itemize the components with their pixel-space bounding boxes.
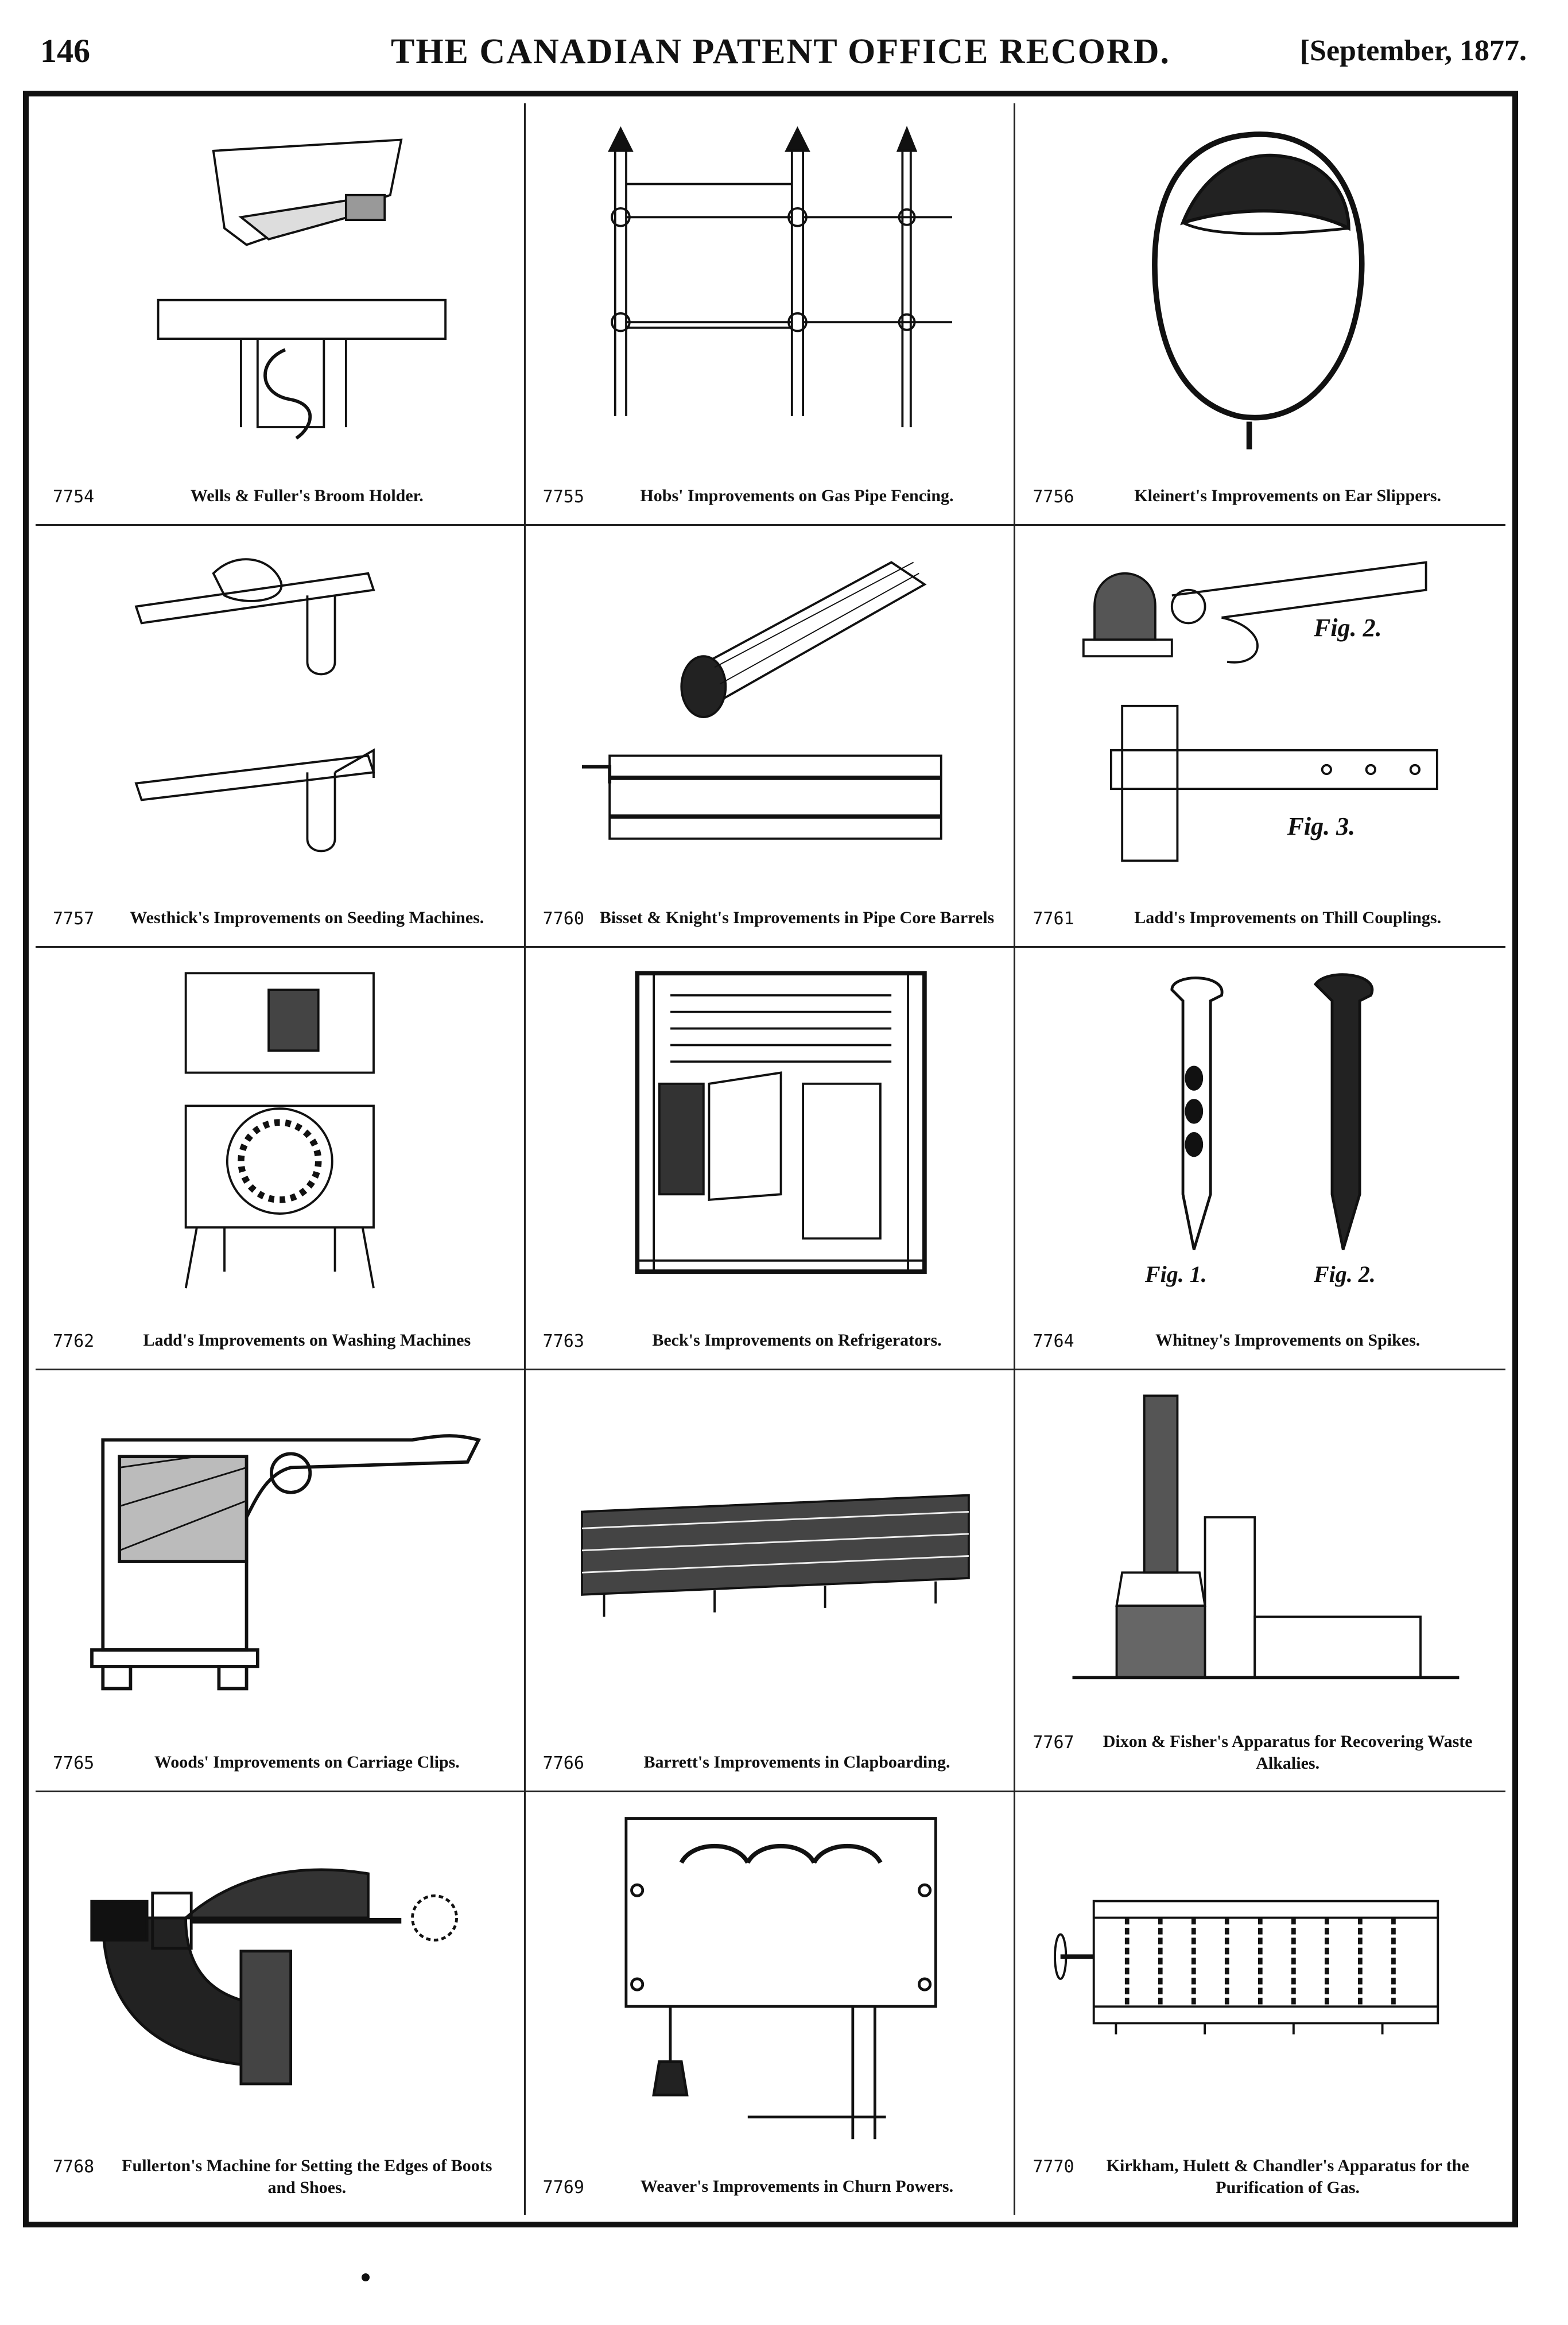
- patent-title: Woods' Improvements on Carriage Clips.: [154, 1753, 460, 1772]
- patent-caption: 7765 Woods' Improvements on Carriage Cli…: [53, 1752, 507, 1774]
- patent-cell-7770: 7770 Kirkham, Hulett & Chandler's Appara…: [1015, 1792, 1505, 2215]
- patent-cell-7768: 7768 Fullerton's Machine for Setting the…: [36, 1792, 526, 2215]
- patent-title: Ladd's Improvements on Thill Couplings.: [1134, 908, 1442, 928]
- patent-title: Kirkham, Hulett & Chandler's Apparatus f…: [1106, 2156, 1469, 2197]
- patent-number: 7764: [1033, 1331, 1074, 1351]
- patent-number: 7756: [1033, 486, 1074, 507]
- pipe-core-barrel-illustration: [549, 540, 991, 872]
- seeding-machine-illustration: [59, 540, 501, 872]
- patent-number: 7754: [53, 486, 95, 507]
- fig-1-spike-label: Fig. 1.: [1145, 1261, 1207, 1288]
- patent-caption: 7757 Westhick's Improvements on Seeding …: [53, 907, 507, 930]
- patent-title: Beck's Improvements on Refrigerators.: [652, 1330, 942, 1350]
- patent-cell-7755: 7755 Hobs' Improvements on Gas Pipe Fenc…: [525, 103, 1016, 526]
- patent-number: 7767: [1033, 1733, 1074, 1753]
- gas-purification-illustration: [1038, 1807, 1482, 2140]
- patent-cell-7765: 7765 Woods' Improvements on Carriage Cli…: [36, 1370, 526, 1793]
- patent-cell-7757: 7757 Westhick's Improvements on Seeding …: [36, 525, 526, 948]
- patent-cell-7767: 7767 Dixon & Fisher's Apparatus for Reco…: [1015, 1370, 1505, 1793]
- patent-title: Barrett's Improvements in Clapboarding.: [643, 1753, 950, 1772]
- fig-2-label: Fig. 2.: [1314, 613, 1382, 642]
- patent-cell-7760: 7760 Bisset & Knight's Improvements in P…: [525, 525, 1016, 948]
- patent-caption: 7760 Bisset & Knight's Improvements in P…: [543, 907, 997, 930]
- patent-caption: 7770 Kirkham, Hulett & Chandler's Appara…: [1033, 2155, 1488, 2199]
- patent-cell-7766: 7766 Barrett's Improvements in Clapboard…: [525, 1370, 1016, 1793]
- patent-caption: 7756 Kleinert's Improvements on Ear Slip…: [1033, 485, 1488, 508]
- gas-pipe-fencing-illustration: [549, 118, 991, 450]
- broom-holder-illustration: [59, 118, 501, 450]
- clapboarding-illustration: [549, 1385, 991, 1716]
- patent-title: Weaver's Improvements in Churn Powers.: [640, 2176, 954, 2196]
- patent-number: 7762: [53, 1331, 95, 1351]
- fig-2-spike-label: Fig. 2.: [1314, 1261, 1376, 1288]
- refrigerator-illustration: [549, 962, 991, 1294]
- ink-dot: [362, 2273, 370, 2281]
- page-header: 146 THE CANADIAN PATENT OFFICE RECORD. […: [34, 32, 1527, 83]
- patent-cell-7764: Fig. 1. Fig. 2. 7764 Whitney's Improveme…: [1015, 948, 1505, 1370]
- page-title: THE CANADIAN PATENT OFFICE RECORD.: [390, 32, 1171, 71]
- ear-slipper-illustration: [1038, 118, 1482, 450]
- alkali-apparatus-illustration: [1038, 1385, 1482, 1716]
- spikes-illustration: Fig. 1. Fig. 2.: [1038, 962, 1482, 1294]
- patent-caption: 7764 Whitney's Improvements on Spikes.: [1033, 1330, 1488, 1353]
- patent-title: Ladd's Improvements on Washing Machines: [143, 1330, 471, 1350]
- patent-number: 7770: [1033, 2156, 1074, 2177]
- patent-caption: 7763 Beck's Improvements on Refrigerator…: [543, 1330, 997, 1353]
- patent-title: Hobs' Improvements on Gas Pipe Fencing.: [640, 486, 954, 505]
- patent-cell-7754: 7754 Wells & Fuller's Broom Holder.: [36, 103, 526, 526]
- patent-caption: 7761 Ladd's Improvements on Thill Coupli…: [1033, 907, 1488, 930]
- issue-date: [September, 1877.: [1299, 34, 1527, 67]
- patent-number: 7768: [53, 2156, 95, 2177]
- patent-cell-7761: Fig. 2. Fig. 3. 7761 Ladd's Improvements…: [1015, 526, 1505, 948]
- churn-power-illustration: [549, 1807, 991, 2140]
- patent-number: 7761: [1033, 909, 1074, 929]
- illustration-frame: 7754 Wells & Fuller's Broom Holder.: [23, 91, 1518, 2227]
- patent-number: 7757: [53, 909, 95, 929]
- patent-title: Kleinert's Improvements on Ear Slippers.: [1134, 486, 1442, 505]
- patent-title: Wells & Fuller's Broom Holder.: [190, 486, 424, 505]
- patent-grid: 7754 Wells & Fuller's Broom Holder.: [36, 103, 1505, 2215]
- patent-number: 7763: [542, 1331, 584, 1351]
- patent-caption: 7769 Weaver's Improvements in Churn Powe…: [543, 2176, 997, 2199]
- washing-machine-illustration: [59, 962, 501, 1294]
- patent-title: Whitney's Improvements on Spikes.: [1155, 1330, 1420, 1350]
- patent-title: Bisset & Knight's Improvements in Pipe C…: [599, 908, 995, 928]
- patent-cell-7756: 7756 Kleinert's Improvements on Ear Slip…: [1015, 103, 1505, 526]
- patent-caption: 7767 Dixon & Fisher's Apparatus for Reco…: [1033, 1731, 1488, 1774]
- page-number: 146: [40, 32, 90, 69]
- patent-caption: 7762 Ladd's Improvements on Washing Mach…: [53, 1330, 507, 1353]
- patent-caption: 7755 Hobs' Improvements on Gas Pipe Fenc…: [543, 485, 997, 508]
- patent-caption: 7768 Fullerton's Machine for Setting the…: [53, 2155, 507, 2199]
- carriage-clip-illustration: [59, 1385, 501, 1716]
- patent-number: 7766: [542, 1753, 584, 1774]
- patent-number: 7760: [542, 909, 584, 929]
- patent-title: Westhick's Improvements on Seeding Machi…: [130, 908, 484, 928]
- thill-coupling-illustration: Fig. 2. Fig. 3.: [1038, 540, 1482, 872]
- patent-cell-7762: 7762 Ladd's Improvements on Washing Mach…: [36, 948, 526, 1370]
- patent-number: 7755: [542, 486, 584, 507]
- patent-number: 7769: [542, 2177, 584, 2198]
- patent-title: Dixon & Fisher's Apparatus for Recoverin…: [1103, 1732, 1473, 1773]
- patent-title: Fullerton's Machine for Setting the Edge…: [122, 2156, 492, 2197]
- patent-cell-7769: 7769 Weaver's Improvements in Churn Powe…: [526, 1792, 1016, 2215]
- fig-3-label: Fig. 3.: [1287, 812, 1356, 841]
- patent-cell-7763: 7763 Beck's Improvements on Refrigerator…: [525, 948, 1016, 1370]
- patent-caption: 7766 Barrett's Improvements in Clapboard…: [543, 1752, 997, 1774]
- patent-number: 7765: [53, 1753, 95, 1774]
- patent-caption: 7754 Wells & Fuller's Broom Holder.: [53, 485, 507, 508]
- boot-edge-machine-illustration: [59, 1807, 501, 2140]
